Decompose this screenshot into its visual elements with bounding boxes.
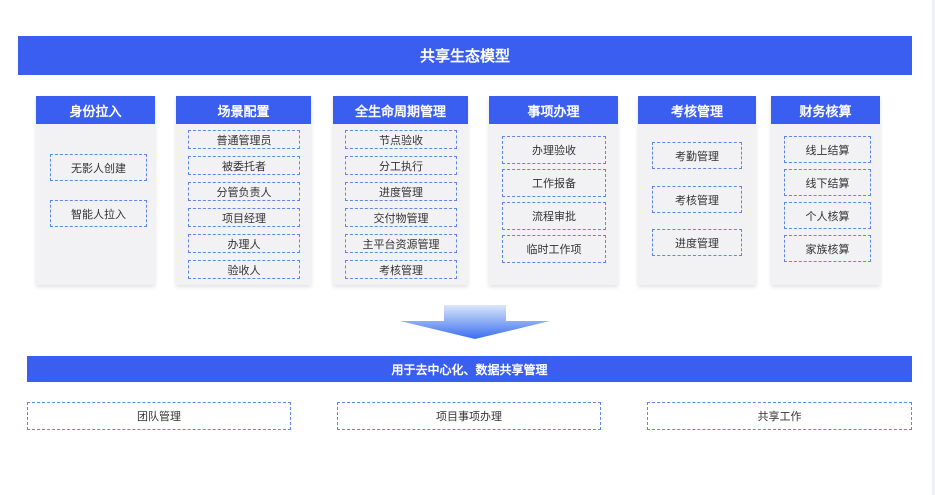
right-edge-strip	[932, 0, 935, 495]
item-box: 普通管理员	[188, 130, 300, 149]
item-box: 流程审批	[502, 202, 606, 230]
item-box: 分管负责人	[188, 182, 300, 201]
item-box: 交付物管理	[345, 208, 457, 227]
item-box: 分工执行	[345, 156, 457, 175]
item-box: 项目经理	[188, 208, 300, 227]
column-lifecycle: 全生命周期管理 节点验收 分工执行 进度管理 交付物管理 主平台资源管理 考核管…	[333, 96, 468, 285]
column-finance: 财务核算 线上结算 线下结算 个人核算 家族核算	[771, 96, 880, 285]
item-box: 无影人创建	[50, 154, 147, 181]
column-assessment: 考核管理 考勤管理 考核管理 进度管理	[638, 96, 756, 285]
item-box: 节点验收	[345, 130, 457, 149]
item-box: 办理验收	[502, 136, 606, 164]
item-box: 被委托者	[188, 156, 300, 175]
column-title: 考核管理	[638, 96, 756, 124]
item-box: 进度管理	[652, 229, 742, 256]
item-box: 线下结算	[784, 169, 871, 196]
bottom-item-team: 团队管理	[27, 402, 291, 430]
column-scene-config: 场景配置 普通管理员 被委托者 分管负责人 项目经理 办理人 验收人	[176, 96, 311, 285]
item-box: 家族核算	[784, 235, 871, 262]
column-title: 全生命周期管理	[333, 96, 468, 124]
column-title: 身份拉入	[36, 96, 155, 124]
item-box: 进度管理	[345, 182, 457, 201]
bottom-item-project: 项目事项办理	[337, 402, 601, 430]
item-box: 考核管理	[652, 186, 742, 213]
column-title: 事项办理	[489, 96, 618, 124]
diagram-title: 共享生态模型	[18, 36, 912, 75]
down-arrow-icon	[400, 305, 550, 341]
item-box: 个人核算	[784, 202, 871, 229]
item-box: 考核管理	[345, 260, 457, 279]
item-box: 临时工作项	[502, 235, 606, 263]
item-box: 工作报备	[502, 169, 606, 197]
item-box: 考勤管理	[652, 142, 742, 169]
item-box: 主平台资源管理	[345, 234, 457, 253]
column-matters: 事项办理 办理验收 工作报备 流程审批 临时工作项	[489, 96, 618, 285]
column-identity: 身份拉入 无影人创建 智能人拉入	[36, 96, 155, 285]
item-box: 验收人	[188, 260, 300, 279]
subtitle-bar: 用于去中心化、数据共享管理	[27, 356, 912, 382]
bottom-item-shared-work: 共享工作	[647, 402, 912, 430]
item-box: 智能人拉入	[50, 200, 147, 227]
column-title: 财务核算	[771, 96, 880, 124]
item-box: 线上结算	[784, 136, 871, 163]
item-box: 办理人	[188, 234, 300, 253]
column-title: 场景配置	[176, 96, 311, 124]
